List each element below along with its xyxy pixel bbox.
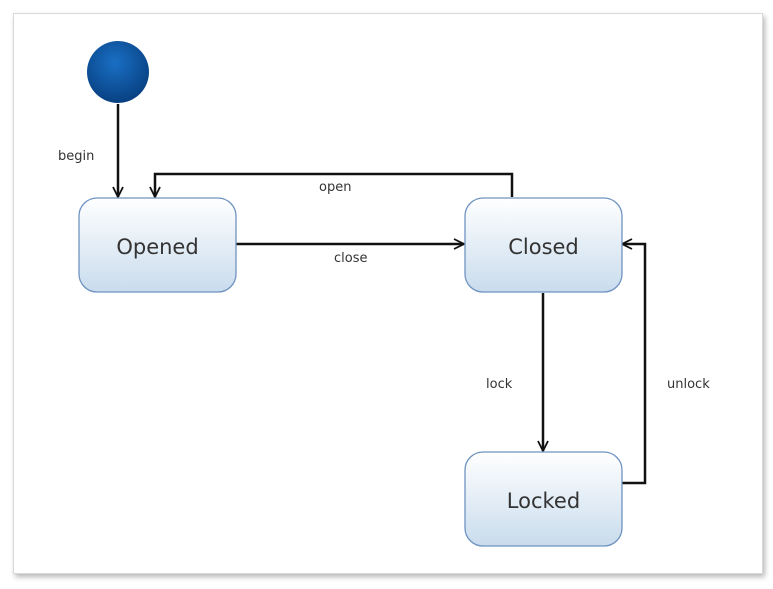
transition-unlock-label: unlock: [667, 377, 710, 392]
transition-unlock: [622, 244, 647, 485]
state-closed-label: Closed: [508, 235, 579, 259]
transition-close-label: close: [334, 251, 367, 266]
state-closed[interactable]: Closed: [464, 197, 623, 293]
state-locked-label: Locked: [507, 489, 580, 513]
state-opened-label: Opened: [116, 235, 198, 259]
transition-begin-label: begin: [58, 149, 94, 164]
state-opened[interactable]: Opened: [78, 197, 237, 293]
state-diagram: begin open close lock unlock Opened Clos…: [58, 41, 710, 547]
diagram-canvas: begin open close lock unlock Opened Clos…: [13, 13, 763, 574]
transition-lock-label: lock: [486, 377, 513, 392]
state-locked[interactable]: Locked: [464, 451, 623, 547]
transition-open-label: open: [319, 180, 351, 195]
initial-state: [87, 41, 149, 103]
transition-open: [155, 172, 514, 197]
